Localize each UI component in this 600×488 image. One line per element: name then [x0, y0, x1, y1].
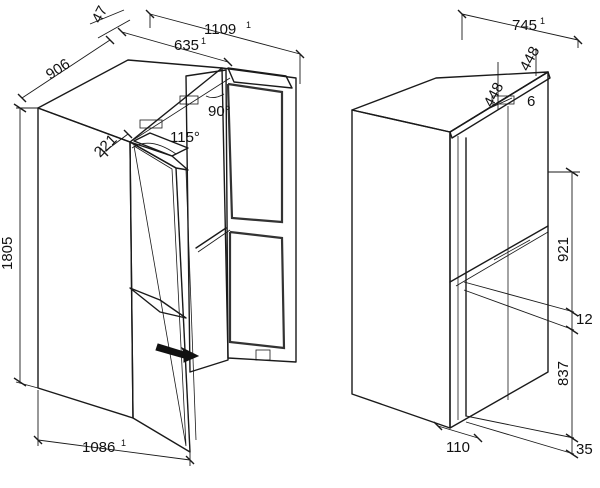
label-foot: 110: [446, 439, 470, 456]
mark-width-open: 1: [246, 20, 251, 30]
mark-width-bottom: 1: [121, 438, 126, 448]
mark-total-width: 1: [540, 16, 545, 26]
label-width-door: 635: [174, 37, 199, 54]
right-dimensions: [433, 9, 583, 459]
label-half-width-b: 448: [517, 44, 544, 74]
left-dimensions: [13, 9, 305, 466]
label-angle-open: 115°: [170, 129, 200, 146]
label-upper-height: 921: [555, 237, 572, 262]
left-fridge-body: [37, 59, 297, 453]
right-fridge-body: [351, 71, 551, 429]
label-half-width-a: 448: [481, 80, 508, 110]
mark-width-door: 1: [201, 36, 206, 46]
label-angle-90: 90°: [208, 103, 231, 120]
label-door-depth: 221: [91, 131, 121, 161]
label-base: 35: [576, 441, 593, 458]
label-gap: 6: [527, 93, 535, 110]
label-depth: 906: [43, 55, 73, 83]
label-width-open: 1109: [204, 21, 236, 38]
label-total-width: 745: [512, 17, 537, 34]
label-width-bottom: 1086: [82, 439, 115, 456]
label-depth-extra: 47: [89, 3, 112, 26]
label-height: 1805: [0, 237, 16, 270]
label-lower-height: 837: [555, 361, 572, 386]
door-swing-arrow-icon: [155, 343, 200, 363]
label-divider: 12: [576, 311, 593, 328]
